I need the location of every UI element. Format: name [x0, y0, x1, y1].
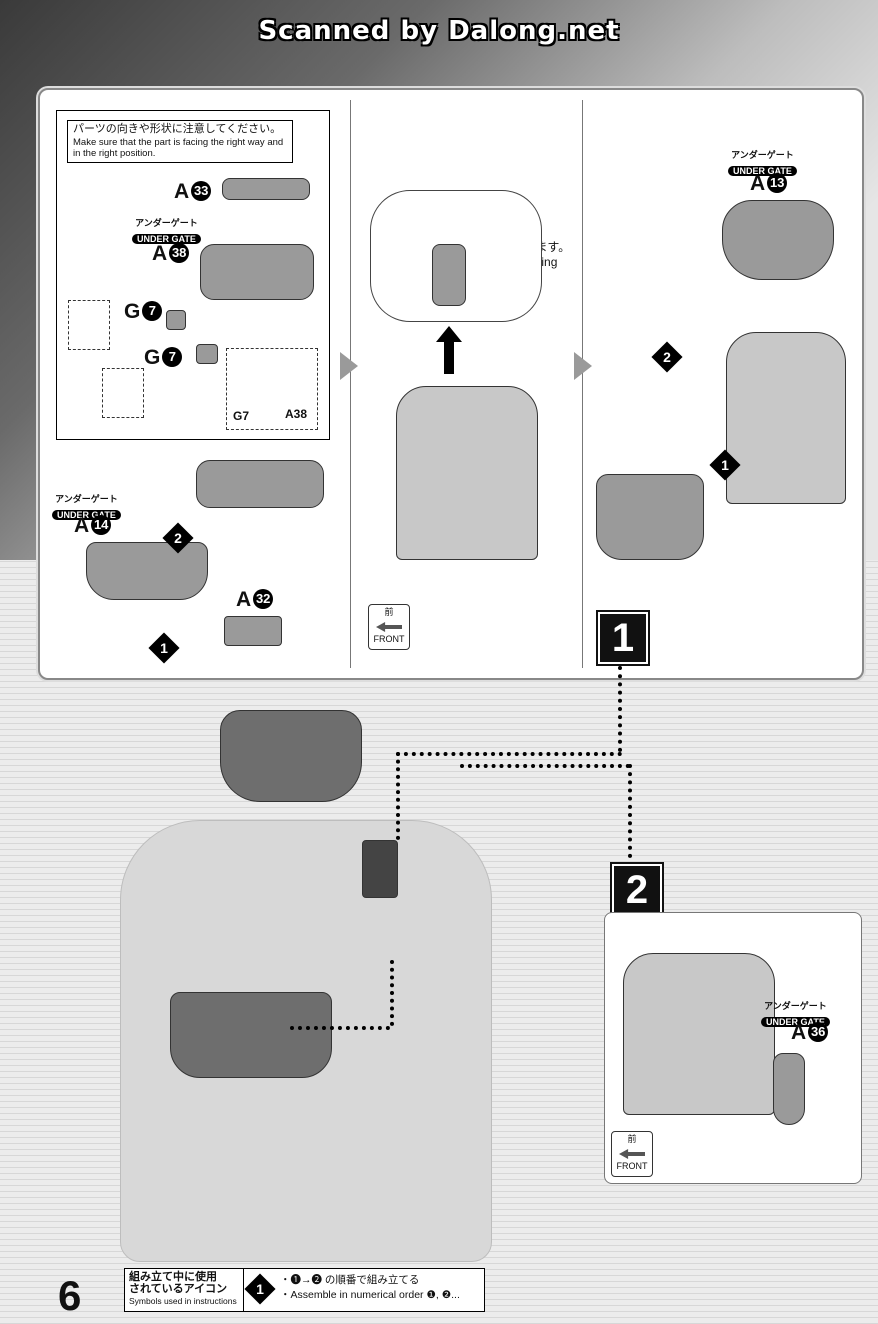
legend-title: 組み立て中に使用 されているアイコン Symbols used in instr…	[125, 1269, 244, 1311]
part-a14	[86, 542, 208, 600]
caution-en: Make sure that the part is facing the ri…	[73, 137, 284, 159]
held-part	[432, 244, 466, 306]
next-arrow	[574, 352, 592, 380]
waist-assembly	[596, 474, 704, 560]
caution-note: パーツの向きや形状に注意してください。 Make sure that the p…	[67, 120, 293, 163]
waist-armor-part	[170, 992, 332, 1078]
front-arrow-icon	[619, 1149, 645, 1159]
panel-divider	[582, 100, 583, 668]
part-g7-second	[196, 344, 218, 364]
part-a36	[773, 1053, 805, 1125]
part-a32	[224, 616, 282, 646]
torso-illustration-step2	[623, 953, 775, 1115]
step-order-icon: 1	[244, 1269, 276, 1311]
legend-text: ・❶→❷ の順番で組み立てる ・Assemble in numerical or…	[280, 1274, 460, 1301]
connector-dotted-line	[396, 752, 622, 756]
step-1-badge: 1	[598, 612, 648, 664]
orientation-detail	[68, 300, 110, 350]
part-a33	[222, 178, 310, 200]
gate-detail: G7 A38	[226, 348, 318, 430]
detail-label-g7: G7	[233, 409, 250, 423]
part-a13	[722, 200, 834, 280]
next-arrow	[340, 352, 358, 380]
page-number: 6	[58, 1272, 82, 1319]
connector-dotted-line	[396, 752, 400, 840]
part-g7	[166, 310, 186, 330]
substep-1-marker: 1	[148, 632, 180, 664]
part-a38	[200, 244, 314, 300]
substep-2-marker: 2	[162, 522, 194, 554]
connector-dotted-line	[460, 764, 630, 768]
collar-part	[362, 840, 398, 898]
connector-dotted-line	[628, 764, 632, 858]
connector-dotted-line	[290, 1026, 390, 1030]
torso-illustration	[396, 386, 538, 560]
connector-dotted-line	[390, 960, 394, 1026]
front-arrow-icon	[376, 622, 402, 632]
instruction-panel: パーツの向きや形状に注意してください。 Make sure that the p…	[38, 88, 864, 680]
assembled-a38-a33	[196, 460, 324, 508]
symbols-legend: 組み立て中に使用 されているアイコン Symbols used in instr…	[124, 1268, 485, 1312]
substep-1-marker: 1	[709, 449, 741, 481]
detail-label-a38: A38	[285, 407, 308, 421]
substep-2-marker: 2	[651, 341, 683, 373]
chest-armor-part	[220, 710, 362, 802]
step-2-badge: 2	[612, 864, 662, 916]
panel-divider	[350, 100, 351, 668]
torso-illustration-step3	[726, 332, 846, 504]
orientation-detail	[102, 368, 144, 418]
up-arrow-shaft	[444, 340, 454, 374]
watermark: Scanned by Dalong.net	[258, 16, 620, 46]
up-arrow-icon	[436, 326, 462, 342]
connector-dotted-line	[618, 666, 622, 752]
caution-jp: パーツの向きや形状に注意してください。	[73, 123, 282, 135]
